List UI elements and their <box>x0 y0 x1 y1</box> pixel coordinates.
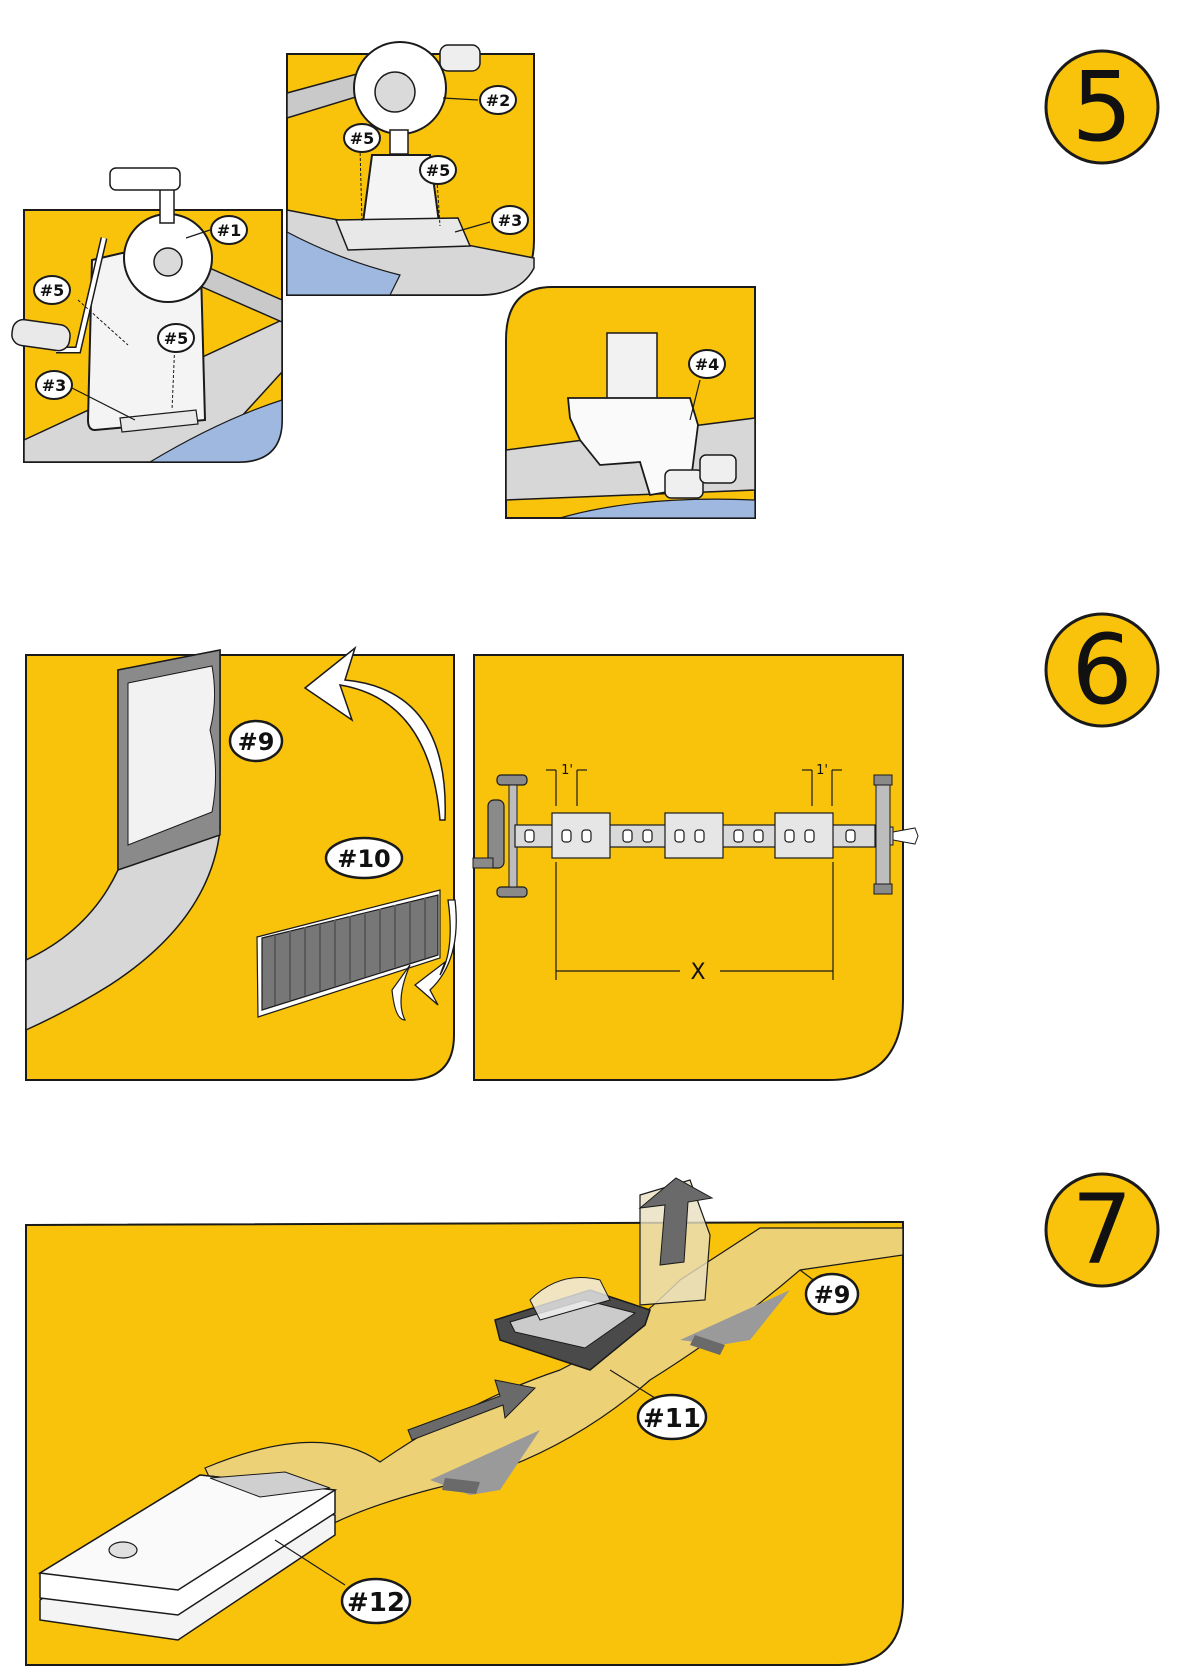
step5-panel-b: #2 #5 #5 #3 <box>287 42 534 295</box>
callout-10: #10 <box>326 838 402 878</box>
svg-text:7: 7 <box>1071 1174 1132 1286</box>
step7-panel: #9 #11 #12 <box>26 1178 903 1665</box>
callout-9: #9 <box>230 721 282 761</box>
callout-11: #11 <box>638 1395 706 1439</box>
svg-text:#5: #5 <box>40 281 65 300</box>
callout-3: #3 <box>36 371 72 399</box>
svg-text:#3: #3 <box>498 211 523 230</box>
step6-panel-a: #9 #10 <box>26 648 456 1080</box>
svg-text:#1: #1 <box>217 221 242 240</box>
callout-4: #4 <box>689 350 725 378</box>
svg-text:#5: #5 <box>426 161 451 180</box>
callout-12: #12 <box>342 1579 410 1623</box>
dimension-1ft-left: 1' <box>561 763 573 778</box>
callout-2: #2 <box>480 86 516 114</box>
svg-text:#12: #12 <box>347 1588 405 1618</box>
svg-text:#5: #5 <box>164 329 189 348</box>
callout-5: #5 <box>420 156 456 184</box>
svg-text:#3: #3 <box>42 376 67 395</box>
svg-text:5: 5 <box>1071 51 1132 163</box>
dimension-1ft-right: 1' <box>816 763 828 778</box>
svg-text:#4: #4 <box>695 355 720 374</box>
callout-3: #3 <box>492 206 528 234</box>
step-number-7: 7 <box>1046 1174 1158 1286</box>
callout-5: #5 <box>158 324 194 352</box>
callout-5: #5 <box>344 124 380 152</box>
step5-panel-c: #4 <box>506 287 755 518</box>
callout-5: #5 <box>34 276 70 304</box>
svg-text:#9: #9 <box>814 1281 851 1309</box>
dimension-x: X <box>690 960 705 985</box>
callout-9: #9 <box>806 1274 858 1314</box>
svg-text:#9: #9 <box>238 728 275 756</box>
svg-text:#11: #11 <box>643 1404 701 1434</box>
step-number-5: 5 <box>1046 51 1158 163</box>
step6-panel-b: 1' 1' X <box>473 655 918 1080</box>
svg-text:#5: #5 <box>350 129 375 148</box>
svg-text:6: 6 <box>1071 614 1132 726</box>
svg-text:#2: #2 <box>486 91 511 110</box>
callout-1: #1 <box>211 216 247 244</box>
step5-panel-a: #1 #5 #5 #3 <box>10 168 282 462</box>
step-number-6: 6 <box>1046 614 1158 726</box>
svg-text:#10: #10 <box>337 845 391 873</box>
